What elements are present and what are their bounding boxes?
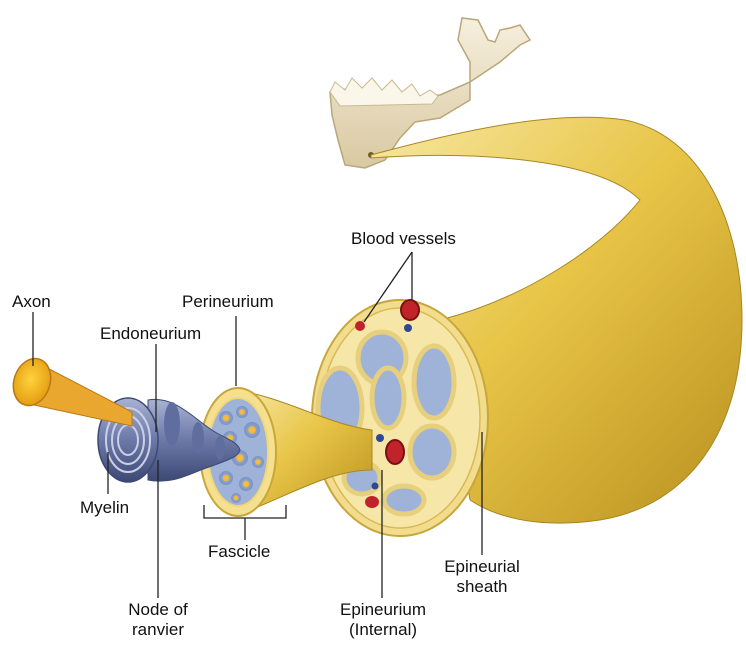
- label-epineurial-sheath: Epineurial sheath: [432, 557, 532, 597]
- label-endoneurium: Endoneurium: [100, 324, 201, 344]
- label-node-of-ranvier-line2: ranvier: [118, 620, 198, 640]
- label-blood-vessels: Blood vessels: [351, 229, 456, 249]
- label-epineurial-sheath-line2: sheath: [432, 577, 532, 597]
- label-epineurium-line2: (Internal): [328, 620, 438, 640]
- label-node-of-ranvier: Node of ranvier: [118, 600, 198, 640]
- label-epineurial-sheath-line1: Epineurial: [432, 557, 532, 577]
- axon-fiber: [7, 354, 132, 426]
- label-fascicle: Fascicle: [208, 542, 270, 562]
- nerve-cross-section: [312, 300, 488, 536]
- label-epineurium-internal: Epineurium (Internal): [328, 600, 438, 640]
- label-axon: Axon: [12, 292, 51, 312]
- label-myelin: Myelin: [80, 498, 129, 518]
- label-perineurium: Perineurium: [182, 292, 274, 312]
- label-epineurium-line1: Epineurium: [328, 600, 438, 620]
- label-node-of-ranvier-line1: Node of: [118, 600, 198, 620]
